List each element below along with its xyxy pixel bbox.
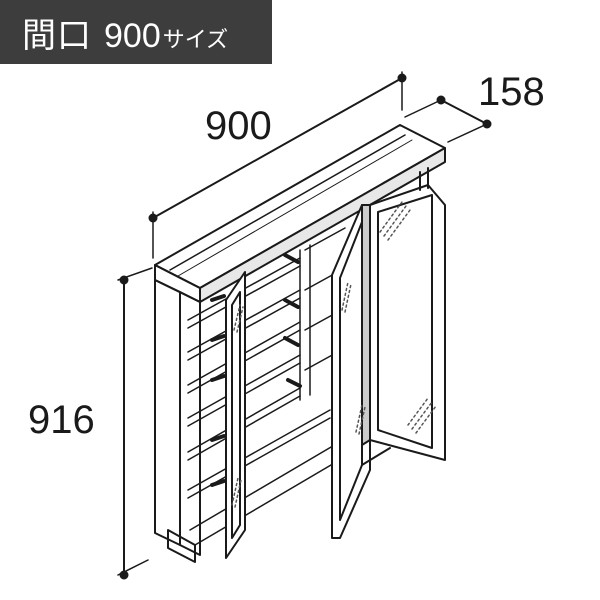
- mirror-reflections: [231, 201, 437, 508]
- banner-size-suffix: サイズ: [162, 27, 229, 52]
- left-mirror-door: [225, 271, 246, 559]
- depth-dimension-line: [404, 95, 492, 143]
- height-dimension-label: 916: [28, 398, 95, 442]
- banner-label: 間口: [22, 17, 92, 55]
- depth-dimension-label: 158: [478, 70, 545, 114]
- cabinet-left-side: [154, 279, 201, 563]
- size-banner: 間口 900 サイズ: [0, 0, 272, 64]
- right-mirror-door: [361, 167, 446, 466]
- height-dimension-line: [117, 267, 153, 580]
- cabinet-top-unit: [154, 124, 446, 303]
- width-dimension-label: 900: [205, 104, 272, 148]
- width-dimension-line: [148, 71, 407, 259]
- banner-size-value: 900: [104, 17, 161, 55]
